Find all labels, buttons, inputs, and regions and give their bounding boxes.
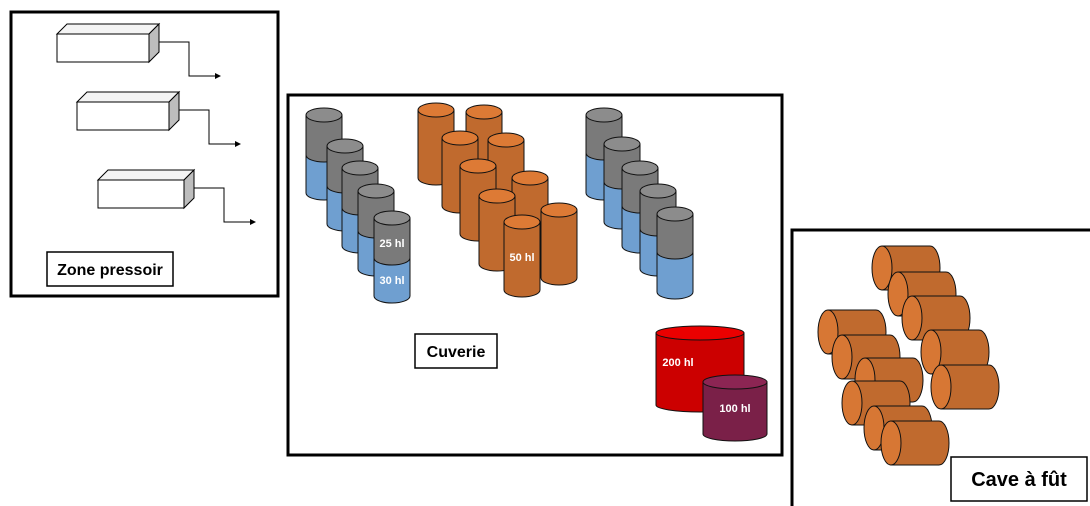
zone-pressoir-label-box — [46, 251, 174, 287]
tank-label-50hl: 50 hl — [509, 252, 534, 264]
barrel-11 — [880, 420, 950, 466]
tank-label-100hl: 100 hl — [719, 403, 750, 415]
press-2 — [75, 90, 241, 147]
orange-tank-group — [417, 102, 578, 298]
orange-tank-9 — [503, 214, 541, 298]
zone-cave-label: Cave à fût — [971, 469, 1067, 491]
tank-label-200hl: 200 hl — [662, 357, 693, 369]
barrel-5 — [920, 329, 990, 375]
blue-tank-left-5 — [373, 210, 411, 304]
orange-tank-7 — [478, 188, 516, 272]
tank-label-25hl: 25 hl — [379, 238, 404, 250]
blue-tank-group — [305, 107, 694, 304]
large-tank-group — [655, 325, 768, 442]
zone-pressoir-label: Zone pressoir — [57, 262, 163, 279]
blue-tank-right-5 — [656, 206, 694, 300]
tank-label-30hl: 30 hl — [379, 275, 404, 287]
purple-tank-100hl — [702, 374, 768, 442]
press-1 — [55, 22, 221, 79]
barrel-3 — [901, 295, 971, 341]
press-group — [55, 22, 256, 225]
barrel-group — [817, 245, 1000, 466]
press-3 — [96, 168, 256, 225]
zone-cave-label-box — [950, 456, 1088, 502]
barrel-8 — [930, 364, 1000, 410]
zone-cuverie-label-box — [414, 333, 498, 369]
orange-tank-8 — [540, 202, 578, 286]
zone-cuverie-label: Cuverie — [427, 344, 486, 361]
